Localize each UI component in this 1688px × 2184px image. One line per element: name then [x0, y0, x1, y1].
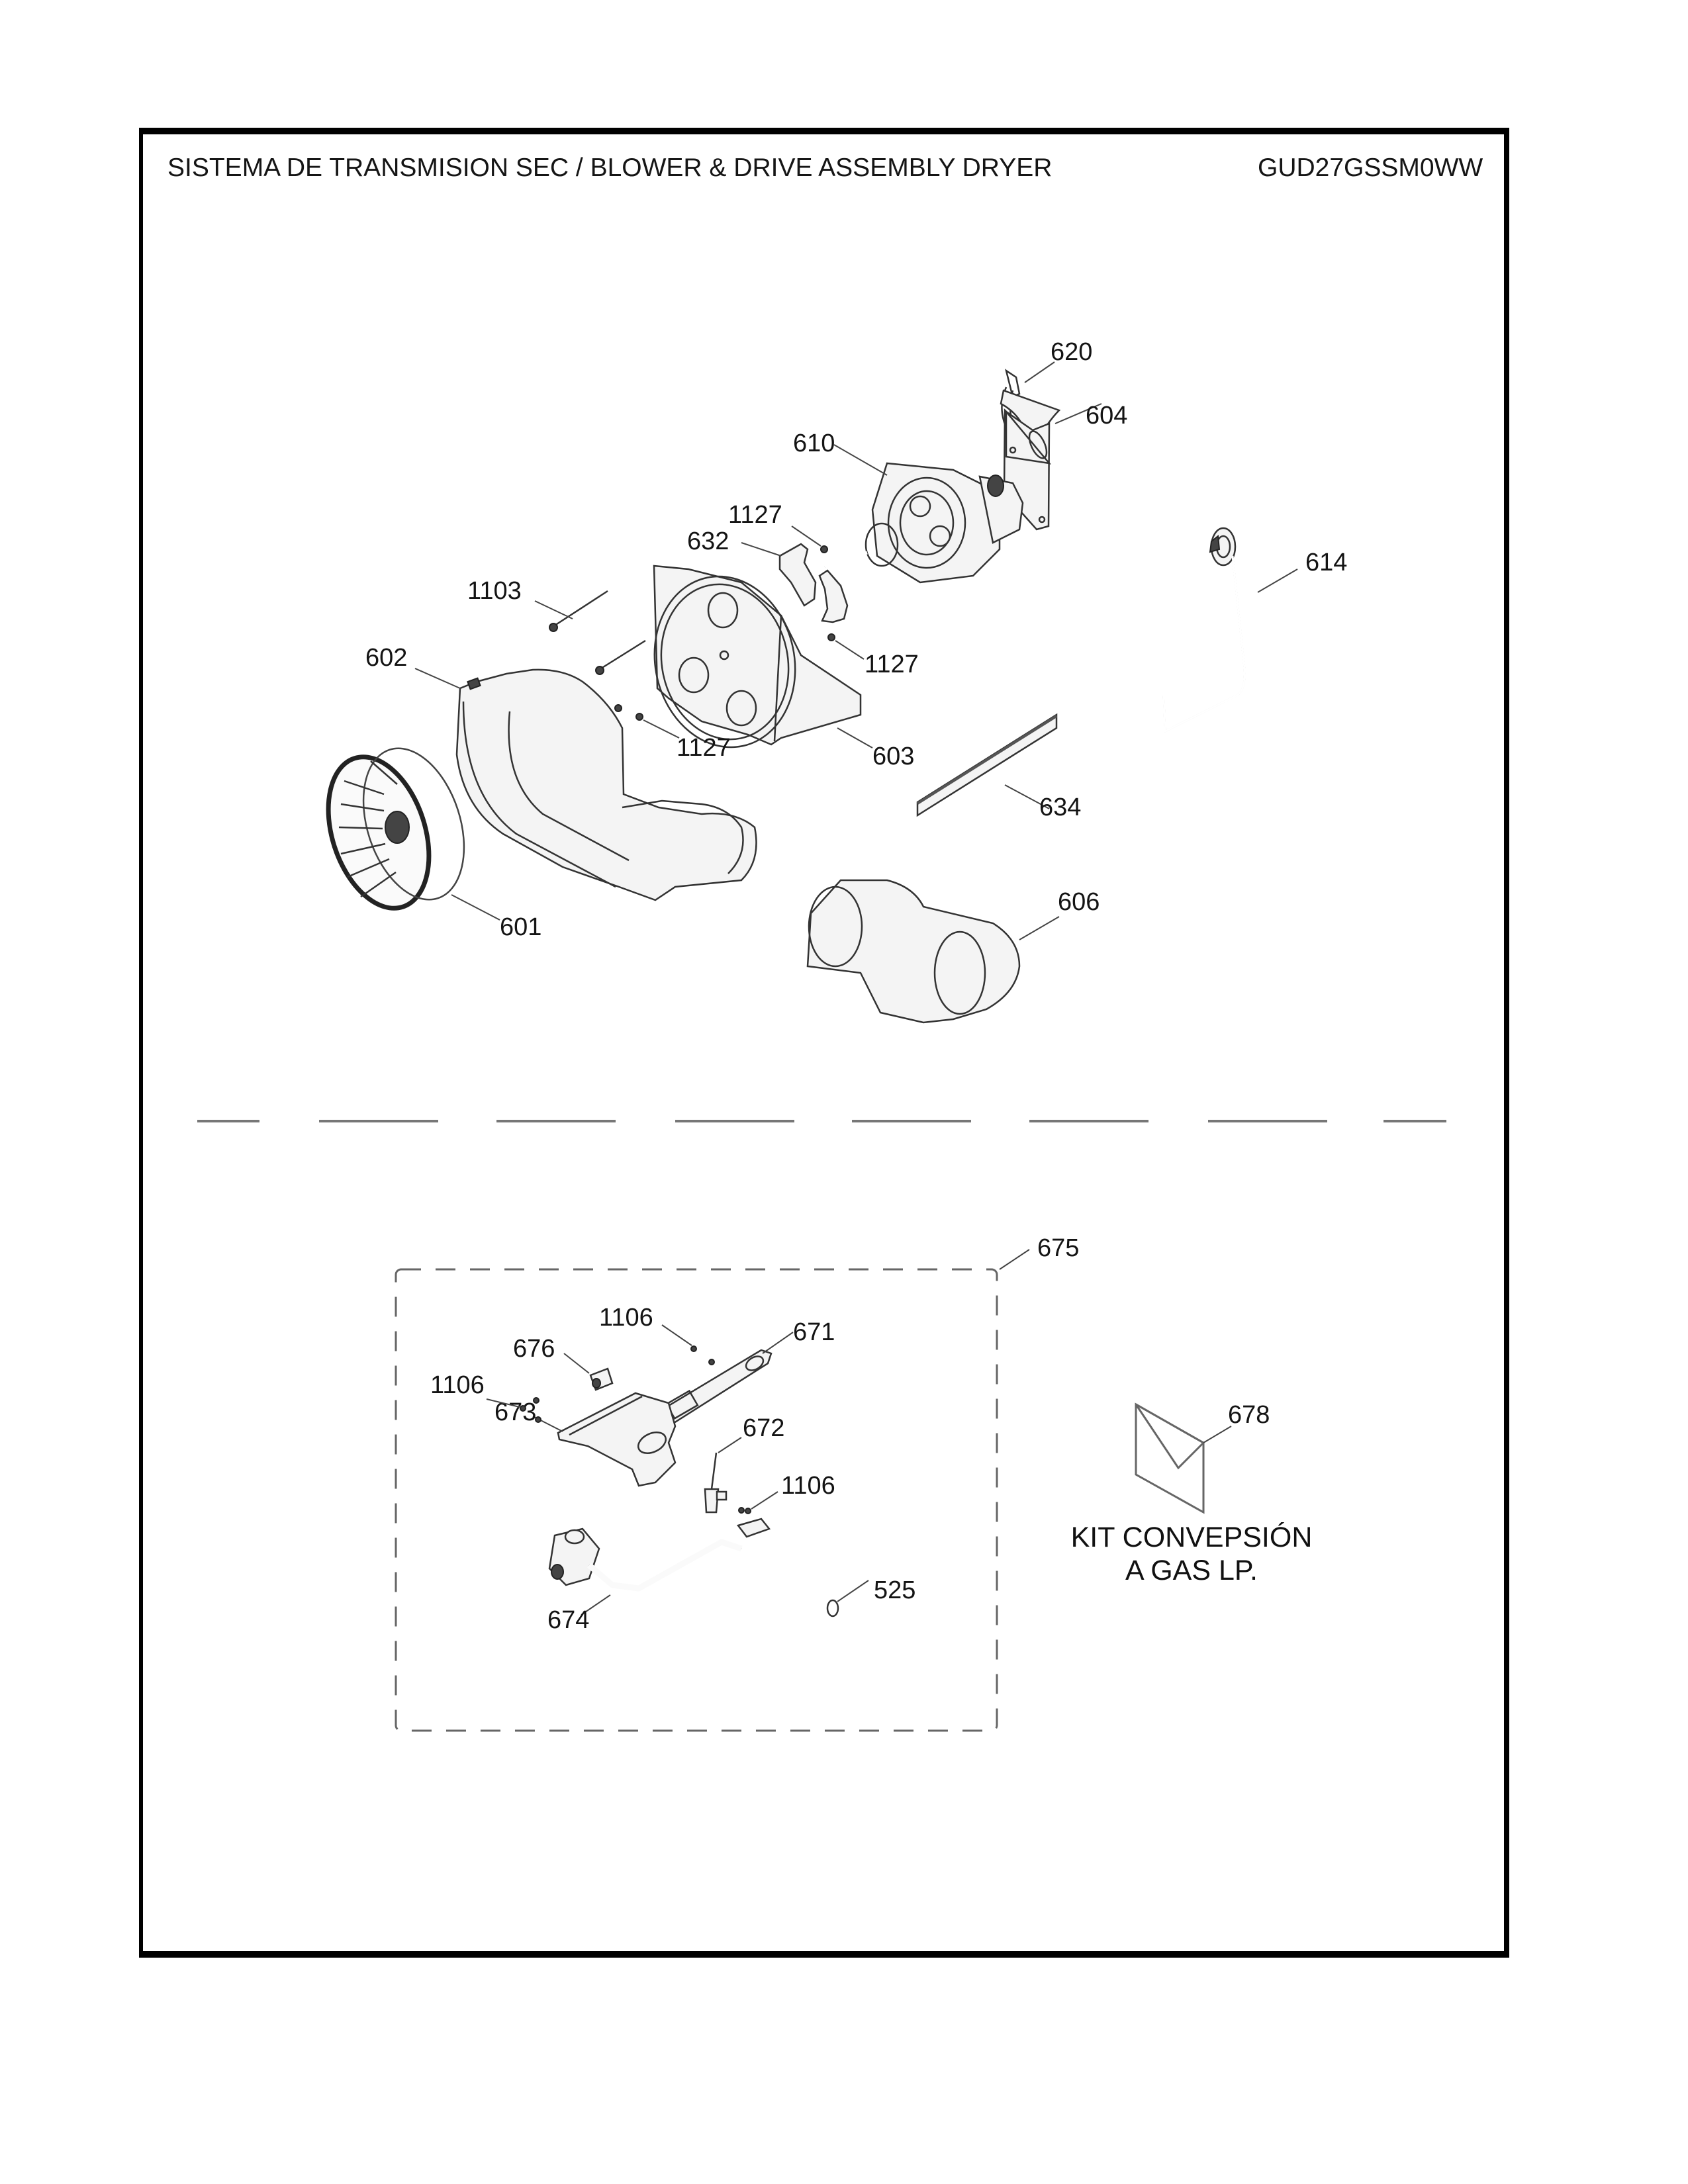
part-603-blower-back-plate [653, 565, 862, 749]
callout-606: 606 [1058, 888, 1100, 916]
part-632-motor-clamp [778, 543, 849, 623]
callout-610: 610 [793, 430, 835, 457]
kit-group-box [395, 1268, 998, 1732]
callout-634: 634 [1039, 794, 1081, 821]
part-1106-screw [535, 1416, 541, 1423]
part-1127-screw [614, 704, 622, 712]
callout-1106-left: 1106 [430, 1371, 485, 1399]
part-1106-screw [690, 1345, 697, 1352]
callout-1106-right: 1106 [781, 1472, 835, 1500]
part-525-orifice [826, 1599, 839, 1617]
part-614-idler-pulley-arm [1162, 527, 1246, 733]
model-number: GUD27GSSM0WW [1258, 154, 1483, 182]
callout-674: 674 [547, 1606, 589, 1634]
part-606-exhaust-duct [806, 879, 1021, 1024]
part-1103-bolt [549, 590, 646, 675]
callout-604: 604 [1086, 402, 1127, 430]
part-676-orifice-holder [589, 1367, 614, 1391]
callout-632: 632 [687, 527, 729, 555]
callout-1127-upper: 1127 [728, 501, 782, 529]
callout-1127-right: 1127 [865, 651, 919, 678]
callout-614: 614 [1305, 549, 1347, 576]
callout-1103: 1103 [467, 577, 522, 605]
callout-603: 603 [872, 743, 914, 770]
part-1106-screw [745, 1508, 751, 1514]
callout-602: 602 [365, 644, 407, 672]
part-1127-screw [827, 633, 835, 641]
diagram-title: SISTEMA DE TRANSMISION SEC / BLOWER & DR… [167, 154, 1053, 182]
callout-1127-lower: 1127 [677, 734, 731, 762]
part-601-blower-wheel [326, 747, 465, 911]
callout-671: 671 [793, 1318, 835, 1346]
kit-caption-line2: A GAS LP. [1125, 1555, 1258, 1586]
part-634-seal-strip [916, 713, 1058, 817]
callout-620: 620 [1051, 338, 1092, 366]
part-678-kit-envelope [1135, 1402, 1205, 1514]
part-673-burner-bracket [557, 1392, 677, 1487]
callout-1106-top: 1106 [599, 1304, 653, 1332]
callout-675: 675 [1037, 1234, 1079, 1262]
part-1127-screw [820, 545, 828, 553]
part-1106-screw [708, 1359, 715, 1365]
part-602-blower-housing [455, 668, 757, 901]
part-671-burner-tube [661, 1349, 773, 1425]
part-1127-screw [635, 713, 643, 721]
page-frame [139, 128, 1509, 1958]
part-672-igniter [704, 1452, 727, 1514]
callout-676: 676 [513, 1335, 555, 1363]
callout-525: 525 [874, 1576, 915, 1604]
part-1106-screw [533, 1397, 539, 1404]
part-1106-screw [738, 1507, 745, 1514]
kit-caption: KIT CONVEPSIÓN A GAS LP. [1066, 1521, 1317, 1587]
part-1106-screw [520, 1405, 526, 1412]
kit-caption-line1: KIT CONVEPSIÓN [1070, 1522, 1313, 1553]
part-610-drive-motor [824, 462, 1024, 584]
callout-672: 672 [743, 1414, 784, 1442]
part-674-gas-valve-assembly [548, 1518, 771, 1592]
callout-678: 678 [1228, 1401, 1270, 1429]
callout-601: 601 [500, 913, 541, 941]
